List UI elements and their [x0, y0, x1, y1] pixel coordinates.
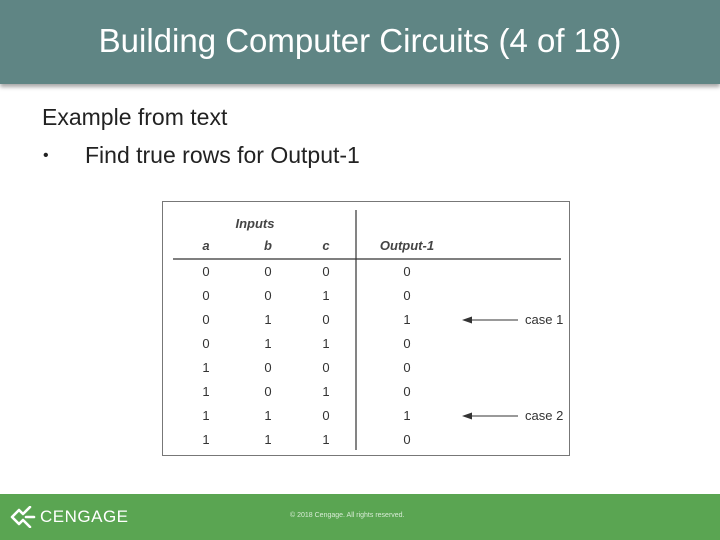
table-cell: 1 [403, 408, 410, 423]
cengage-logo-icon [10, 506, 36, 528]
copyright-text: © 2018 Cengage. All rights reserved. [290, 512, 405, 519]
table-cell: 0 [202, 264, 209, 279]
arrow-head-icon [462, 412, 472, 420]
inputs-group-header: Inputs [236, 216, 275, 231]
table-cell: 0 [403, 288, 410, 303]
table-cell: 0 [202, 288, 209, 303]
table-cell: 1 [322, 336, 329, 351]
body-text-line: Example from text [42, 104, 228, 130]
table-cell: 0 [264, 384, 271, 399]
case-label: case 2 [525, 408, 563, 423]
table-cell: 0 [322, 408, 329, 423]
table-cell: 1 [264, 312, 271, 327]
column-header: Output-1 [380, 238, 434, 253]
table-cell: 0 [202, 336, 209, 351]
bullet-item: • Find true rows for Output-1 [42, 142, 360, 169]
table-cell: 1 [322, 384, 329, 399]
truth-table-svg: Inputs a b c Output-1 0 0 0 0 0 0 1 0 0 1 0 1 0 1 1 0 1 0 0 0 1 0 1… [173, 210, 563, 450]
footer-bar: CENGAGE © 2018 Cengage. All rights reser… [0, 494, 720, 540]
column-header: a [202, 238, 209, 253]
title-bar: Building Computer Circuits (4 of 18) [0, 0, 720, 84]
table-cell: 0 [403, 432, 410, 447]
table-cell: 1 [202, 360, 209, 375]
table-cell: 0 [264, 288, 271, 303]
slide-title: Building Computer Circuits (4 of 18) [98, 22, 622, 59]
cengage-logo-text: CENGAGE [40, 507, 129, 526]
table-cell: 1 [202, 384, 209, 399]
table-cell: 1 [202, 432, 209, 447]
bullet-text: Find true rows for Output-1 [85, 142, 360, 168]
table-cell: 1 [264, 336, 271, 351]
bullet-glyph: • [43, 147, 49, 164]
table-cell: 0 [264, 360, 271, 375]
table-cell: 0 [403, 336, 410, 351]
table-cell: 0 [202, 312, 209, 327]
table-cell: 0 [322, 360, 329, 375]
table-cell: 0 [322, 264, 329, 279]
table-cell: 1 [322, 432, 329, 447]
table-cell: 1 [264, 408, 271, 423]
column-header: b [264, 238, 272, 253]
table-cell: 1 [403, 312, 410, 327]
truth-table-figure: Inputs a b c Output-1 0 0 0 0 0 0 1 0 0 1 0 1 0 1 1 0 1 0 0 0 1 0 1… [162, 201, 570, 456]
table-cell: 1 [202, 408, 209, 423]
table-cell: 1 [264, 432, 271, 447]
table-cell: 0 [403, 360, 410, 375]
cengage-logo: CENGAGE [10, 506, 129, 528]
table-cell: 1 [322, 288, 329, 303]
arrow-head-icon [462, 316, 472, 324]
table-cell: 0 [403, 264, 410, 279]
table-cell: 0 [264, 264, 271, 279]
case-label: case 1 [525, 312, 563, 327]
column-header: c [322, 238, 330, 253]
table-cell: 0 [322, 312, 329, 327]
table-cell: 0 [403, 384, 410, 399]
